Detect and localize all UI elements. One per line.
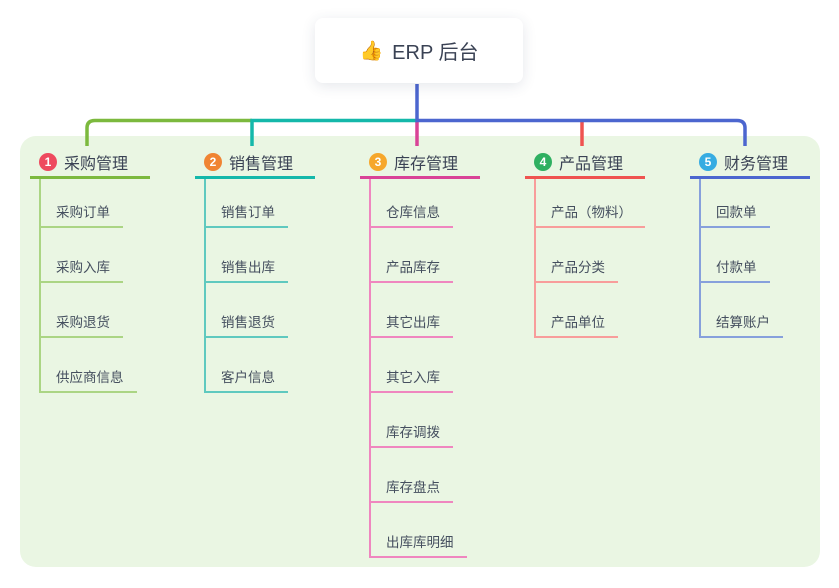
child-node[interactable]: 销售退货 [204, 314, 288, 338]
children-connector-line [699, 179, 701, 338]
child-node[interactable]: 产品单位 [534, 314, 618, 338]
branch-label: 库存管理 [394, 156, 459, 173]
branch-number-badge: 5 [699, 153, 717, 171]
child-node[interactable]: 产品（物料） [534, 204, 645, 228]
child-node[interactable]: 产品库存 [369, 259, 453, 283]
child-node[interactable]: 客户信息 [204, 369, 288, 393]
child-node[interactable]: 库存调拨 [369, 424, 453, 448]
root-node[interactable]: 👍 ERP 后台 [315, 18, 523, 83]
branch-label: 采购管理 [64, 156, 129, 173]
child-node[interactable]: 回款单 [699, 204, 770, 228]
branch-label: 财务管理 [724, 156, 789, 173]
thumbs-up-icon: 👍 [359, 40, 384, 62]
child-node[interactable]: 销售订单 [204, 204, 288, 228]
branch-node-3[interactable]: 3 库存管理 [360, 148, 480, 179]
child-node[interactable]: 采购订单 [39, 204, 123, 228]
branch-node-4[interactable]: 4 产品管理 [525, 148, 645, 179]
child-node[interactable]: 仓库信息 [369, 204, 453, 228]
child-node[interactable]: 销售出库 [204, 259, 288, 283]
children-connector-line [369, 179, 371, 558]
children-connector-line [534, 179, 536, 338]
branch-number-badge: 1 [39, 153, 57, 171]
child-node[interactable]: 出库库明细 [369, 534, 467, 558]
child-node[interactable]: 采购入库 [39, 259, 123, 283]
child-node[interactable]: 其它入库 [369, 369, 453, 393]
children-connector-line [39, 179, 41, 393]
children-connector-line [204, 179, 206, 393]
child-node[interactable]: 采购退货 [39, 314, 123, 338]
branch-number-badge: 2 [204, 153, 222, 171]
branch-label: 产品管理 [559, 156, 624, 173]
child-node[interactable]: 供应商信息 [39, 369, 137, 393]
branch-number-badge: 4 [534, 153, 552, 171]
root-node-label: ERP 后台 [392, 42, 479, 64]
branch-node-2[interactable]: 2 销售管理 [195, 148, 315, 179]
branches-panel [20, 136, 820, 567]
branch-node-5[interactable]: 5 财务管理 [690, 148, 810, 179]
child-node[interactable]: 其它出库 [369, 314, 453, 338]
child-node[interactable]: 产品分类 [534, 259, 618, 283]
branch-node-1[interactable]: 1 采购管理 [30, 148, 150, 179]
child-node[interactable]: 结算账户 [699, 314, 783, 338]
child-node[interactable]: 库存盘点 [369, 479, 453, 503]
child-node[interactable]: 付款单 [699, 259, 770, 283]
branch-number-badge: 3 [369, 153, 387, 171]
branch-label: 销售管理 [229, 156, 294, 173]
